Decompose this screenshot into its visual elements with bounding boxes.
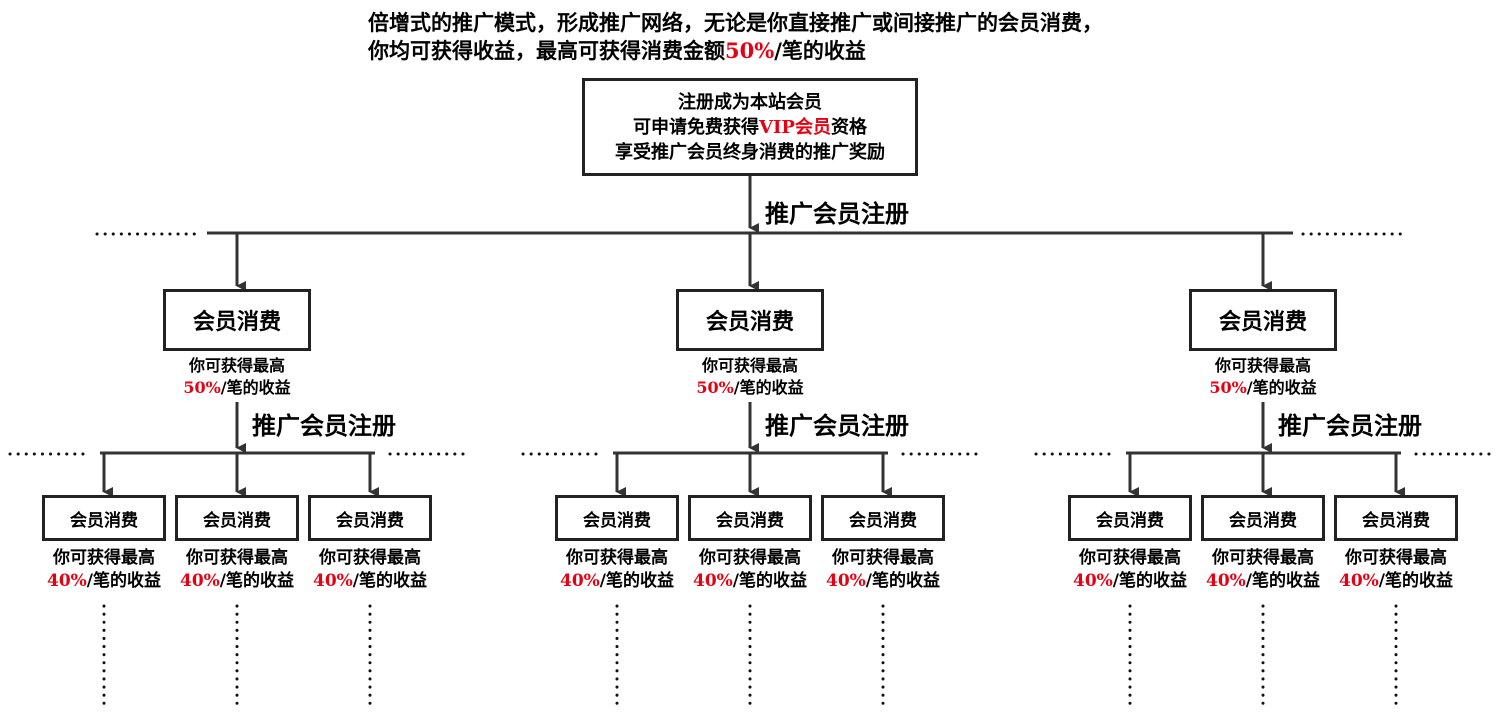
top-box-line-2: 可申请免费获得VIP会员资格 [633, 116, 867, 138]
register-label-group-3: 推广会员注册 [1278, 411, 1422, 440]
header-line-1: 倍增式的推广模式，形成推广网络，无论是你直接推广或间接推广的会员消费， [368, 10, 1103, 35]
header-line-2: 你均可获得收益，最高可获得消费金额50%/笔的收益 [368, 38, 866, 63]
member-box-level2: 会员消费 [821, 495, 945, 541]
register-label-group-2: 推广会员注册 [765, 411, 909, 440]
member-box-level2: 会员消费 [175, 495, 299, 541]
member-box-level1: 会员消费 [676, 289, 824, 351]
header-highlight: 50% [725, 38, 775, 63]
register-label-group-1: 推广会员注册 [252, 411, 396, 440]
member-box-level2: 会员消费 [1068, 495, 1192, 541]
top-box-line-3: 享受推广会员终身消费的推广奖励 [615, 141, 885, 163]
member-box-level1: 会员消费 [1189, 289, 1337, 351]
member-box-level2: 会员消费 [555, 495, 679, 541]
top-box-line-1: 注册成为本站会员 [678, 91, 822, 113]
member-box-level2: 会员消费 [1334, 495, 1458, 541]
register-label-top: 推广会员注册 [765, 199, 909, 228]
member-box-level1: 会员消费 [163, 289, 311, 351]
member-box-level2: 会员消费 [1201, 495, 1325, 541]
member-box-level2: 会员消费 [42, 495, 166, 541]
member-box-level2: 会员消费 [308, 495, 432, 541]
member-box-level2: 会员消费 [688, 495, 812, 541]
top-register-box: 注册成为本站会员 可申请免费获得VIP会员资格 享受推广会员终身消费的推广奖励 [582, 78, 918, 176]
